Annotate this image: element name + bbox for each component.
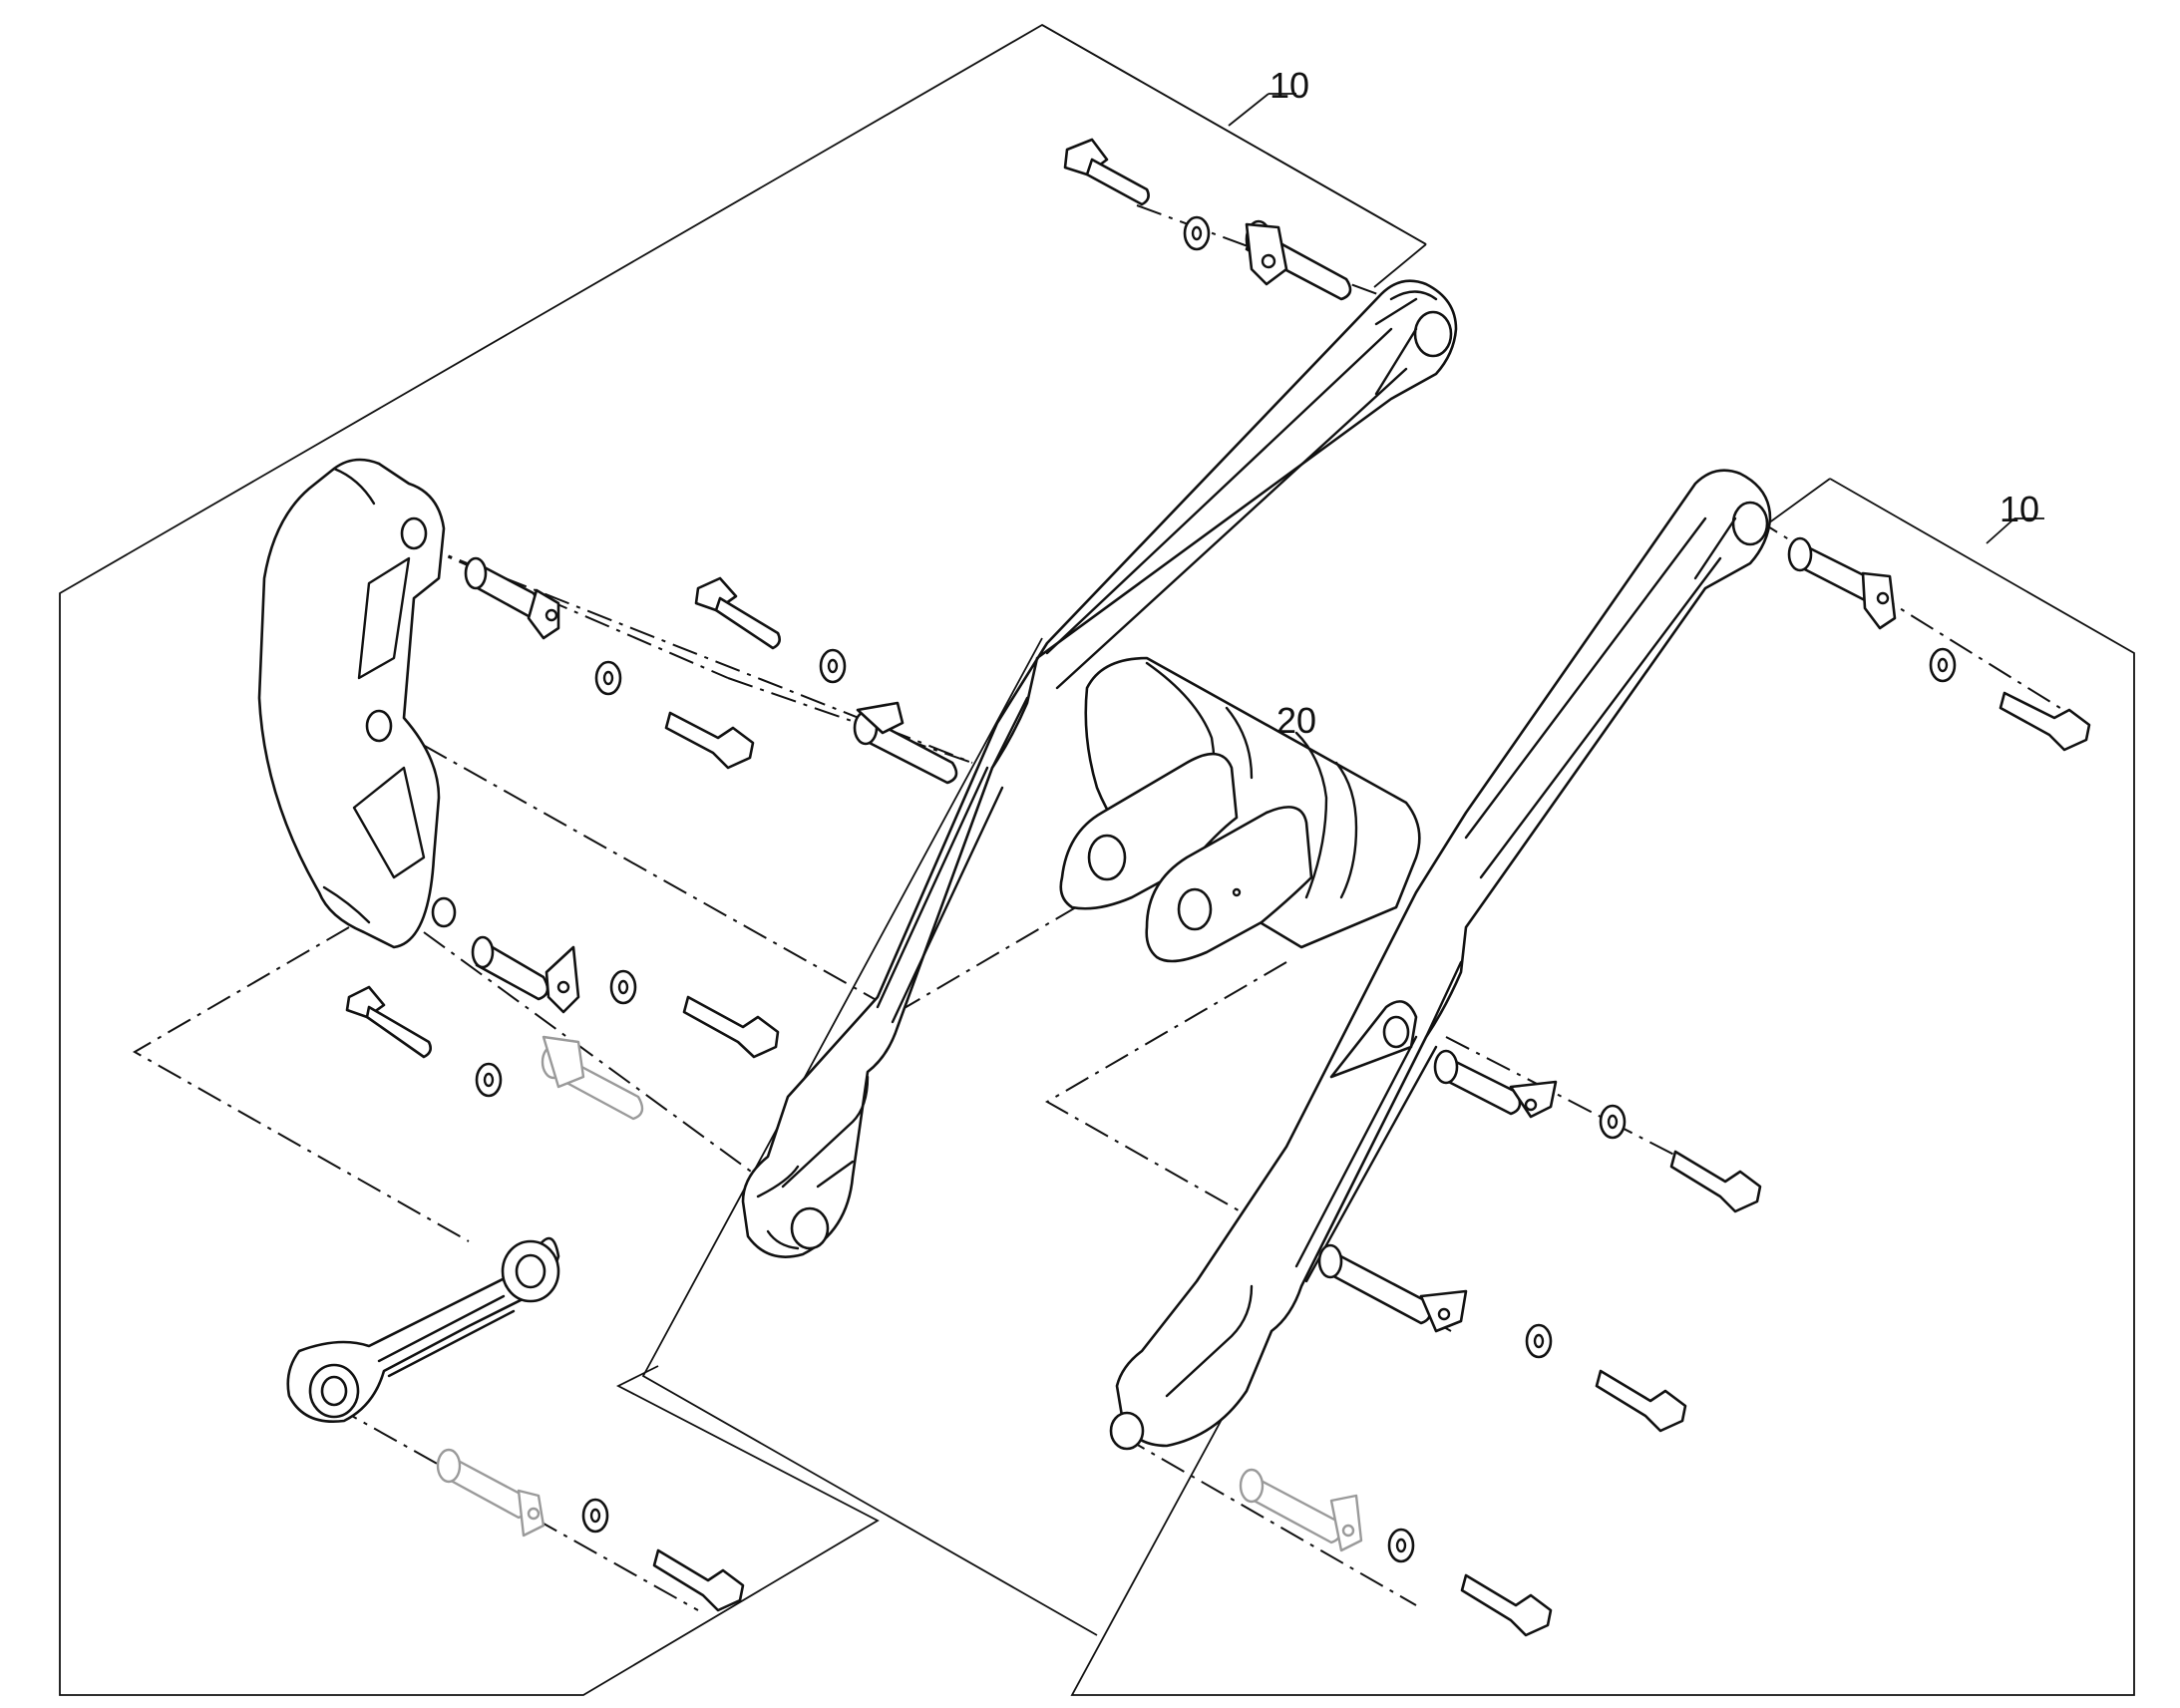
callout-kit-right: 10	[1999, 489, 2040, 529]
kit-outline-left	[59, 23, 1427, 1696]
bolt-left-lower	[682, 995, 780, 1059]
bolt-link-lower	[652, 1548, 745, 1612]
callout-cross-tube: 20	[1276, 700, 1317, 741]
pin-right-top	[1787, 536, 1897, 630]
phantom-pin-link	[436, 1448, 545, 1537]
bolt-right-top	[1998, 691, 2091, 752]
phantom-pin-right	[1239, 1468, 1363, 1552]
pin-top	[1245, 219, 1352, 301]
pin-left-lower	[471, 935, 580, 1014]
washers	[475, 215, 1957, 1563]
bolt-left-mid	[664, 711, 755, 770]
bolt-left-upper	[694, 576, 781, 650]
bolt-right-bottom	[1460, 1573, 1553, 1637]
bolt-left-side	[345, 985, 432, 1059]
callout-kit-left: 10	[1270, 65, 1310, 106]
leader-lines	[1228, 93, 2044, 544]
bolt-right-mid	[1669, 1150, 1762, 1213]
pin-right-lower	[1317, 1243, 1468, 1333]
kit-outline-center	[641, 637, 1098, 1636]
right-lift-arm	[1109, 469, 1772, 1451]
bolt-right-lower	[1595, 1369, 1687, 1433]
bolt-top	[1063, 138, 1150, 206]
pin-left-upper	[464, 556, 560, 640]
link-rod	[286, 1236, 560, 1423]
pin-right-mid	[1433, 1049, 1558, 1119]
left-bracket	[257, 458, 457, 949]
cross-tube	[1059, 656, 1421, 963]
pin-left-mid	[853, 701, 958, 785]
left-lift-arm	[741, 279, 1458, 1258]
phantom-pin-left	[541, 1035, 644, 1121]
